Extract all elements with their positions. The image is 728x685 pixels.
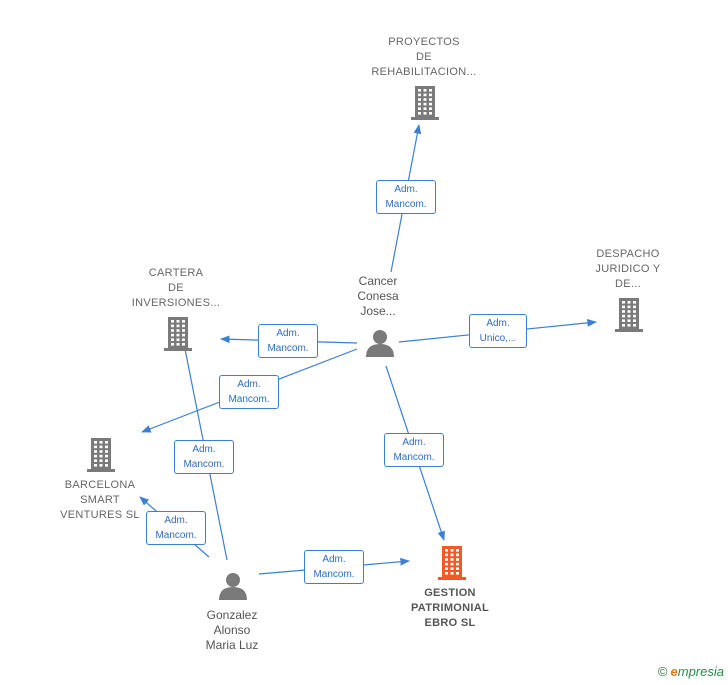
- node-label-cartera[interactable]: CARTERA DE INVERSIONES...: [131, 267, 221, 309]
- node-label-barcelona[interactable]: BARCELONA SMART VENTURES SL: [60, 479, 140, 521]
- edge-label-gonzalez-cartera[interactable]: Adm. Mancom.: [174, 440, 234, 474]
- node-label-proyectos[interactable]: PROYECTOS DE REHABILITACION...: [371, 36, 477, 78]
- edge-label-cancer-despacho[interactable]: Adm. Unico,...: [469, 314, 527, 348]
- brand-name: mpresia: [677, 664, 724, 679]
- footer-brand: ©empresia: [658, 664, 724, 679]
- building-icon-proyectos[interactable]: [411, 86, 439, 120]
- edge-label-gonzalez-barcelona[interactable]: Adm. Mancom.: [146, 511, 206, 545]
- brand-initial: e: [670, 664, 678, 679]
- node-label-gestion[interactable]: GESTION PATRIMONIAL EBRO SL: [410, 587, 490, 629]
- edge-label-cancer-cartera[interactable]: Adm. Mancom.: [258, 324, 318, 358]
- building-icon-cartera[interactable]: [164, 317, 192, 351]
- node-label-cancer[interactable]: Cancer Conesa Jose...: [357, 274, 399, 318]
- building-icon-gestion[interactable]: [438, 546, 466, 580]
- edge-label-cancer-proyectos[interactable]: Adm. Mancom.: [376, 180, 436, 214]
- person-icon-cancer[interactable]: [366, 330, 394, 357]
- copyright-symbol: ©: [657, 664, 668, 679]
- person-icon-gonzalez[interactable]: [219, 573, 247, 600]
- building-icon-barcelona[interactable]: [87, 438, 115, 472]
- building-icon-despacho[interactable]: [615, 298, 643, 332]
- edge-label-cancer-gestion[interactable]: Adm. Mancom.: [384, 433, 444, 467]
- edge-label-cancer-barcelona[interactable]: Adm. Mancom.: [219, 375, 279, 409]
- node-label-gonzalez[interactable]: Gonzalez Alonso Maria Luz: [205, 608, 259, 652]
- edge-label-gonzalez-gestion[interactable]: Adm. Mancom.: [304, 550, 364, 584]
- node-label-despacho[interactable]: DESPACHO JURIDICO Y DE...: [595, 248, 661, 290]
